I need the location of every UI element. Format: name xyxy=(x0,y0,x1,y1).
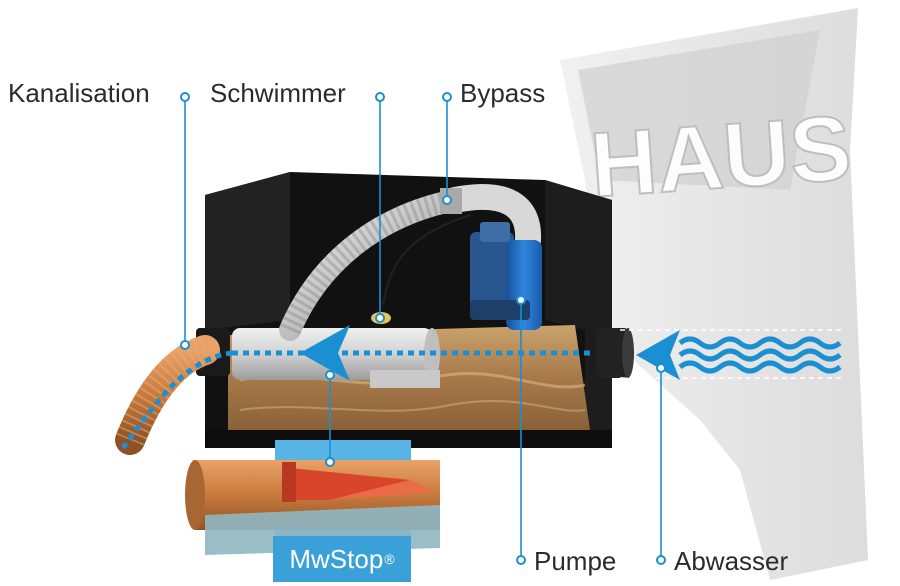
flow-path xyxy=(120,329,845,450)
pump xyxy=(470,222,542,330)
sewer-pipe xyxy=(115,328,230,455)
mwstop-name: MwStop xyxy=(289,543,384,574)
label-bypass: Bypass xyxy=(460,78,546,108)
leader-lines xyxy=(184,97,662,560)
float-cable xyxy=(382,214,471,306)
mwstop-trademark: ® xyxy=(384,551,395,567)
bypass-hose xyxy=(279,184,542,341)
mwstop-label-box: MwStop® xyxy=(273,536,411,582)
leader-dots xyxy=(180,92,666,565)
label-abwasser: Abwasser xyxy=(674,546,789,576)
inlet-pipe xyxy=(596,328,634,378)
house-sign-text: HAUS xyxy=(587,97,854,217)
label-schwimmer: Schwimmer xyxy=(210,78,346,108)
wastewater-waves xyxy=(678,336,842,374)
flow-arrow xyxy=(300,325,350,381)
label-pumpe: Pumpe xyxy=(534,546,617,576)
inlet-arrow xyxy=(636,330,680,380)
house-silhouette xyxy=(560,8,868,580)
label-kanalisation: Kanalisation xyxy=(8,78,150,108)
